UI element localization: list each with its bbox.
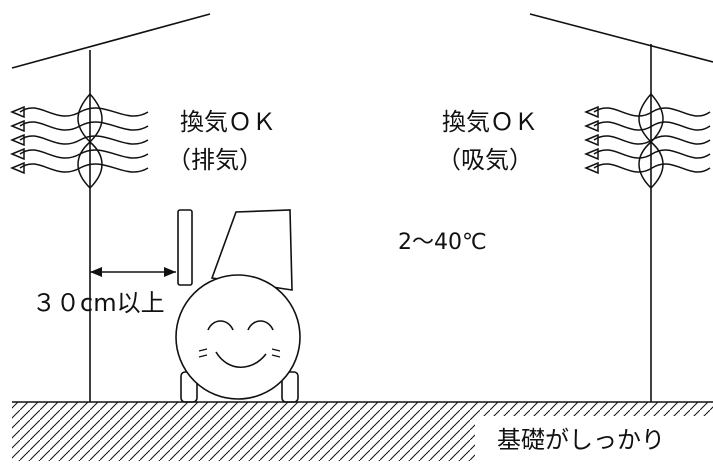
right-roof: [529, 13, 713, 63]
left-roof: [11, 13, 211, 69]
smiling-compressor-icon: [175, 209, 301, 403]
exhaust-fan-icon: [10, 92, 149, 190]
clearance-dimension: [90, 267, 176, 277]
clearance-label: ３０cm以上: [32, 289, 165, 317]
foundation-ground: [12, 401, 713, 461]
right-vent-subtitle: （吸気）: [437, 146, 533, 174]
intake-fan-icon: [584, 92, 711, 190]
right-vent-title: 換気ＯＫ: [442, 108, 538, 136]
foundation-label: 基礎がしっかり: [497, 426, 665, 454]
temperature-range-label: 2〜40℃: [398, 230, 487, 255]
left-vent-subtitle: （排気）: [167, 146, 263, 174]
left-vent-title: 換気ＯＫ: [180, 108, 276, 136]
